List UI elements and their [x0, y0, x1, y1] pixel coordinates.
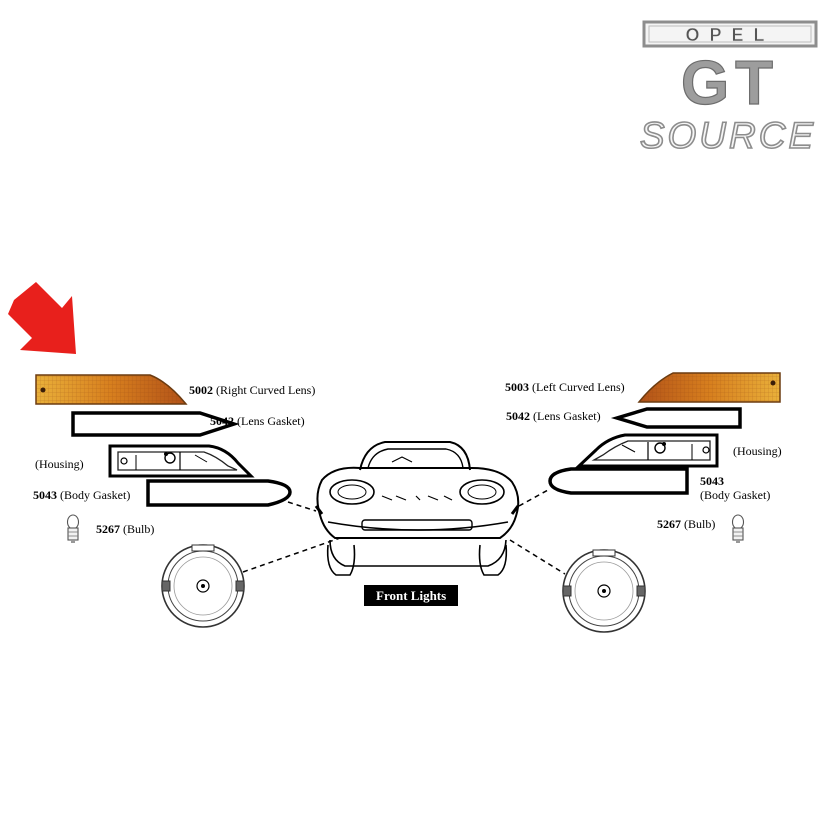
headlamp-shape — [562, 549, 646, 633]
part-number: 5003 — [505, 380, 529, 394]
opel-gt-car-front — [314, 441, 520, 576]
left-curved-lens-shape — [637, 372, 781, 403]
part-number: 5042 — [506, 409, 530, 423]
part-number: 5002 — [189, 383, 213, 397]
bulb-icon — [731, 514, 745, 543]
part-number: 5267 — [96, 522, 120, 536]
bulb-label: 5267 (Bulb) — [96, 522, 154, 536]
part-description: (Left Curved Lens) — [532, 380, 625, 394]
logo-opel-text: OPEL — [685, 25, 774, 45]
part-number: 5043 — [33, 488, 57, 502]
right-curved-lens-shape — [35, 374, 188, 405]
lens-gasket-label: 5042 (Lens Gasket) — [506, 409, 601, 423]
part-description: (Body Gasket) — [700, 488, 771, 502]
right-curved-lens-label: 5002 (Right Curved Lens) — [189, 383, 315, 397]
part-description: (Bulb) — [123, 522, 155, 536]
body-gasket-label: 5043(Body Gasket) — [700, 474, 770, 502]
lens-gasket-shape — [71, 411, 240, 437]
lens-gasket-shape — [610, 407, 742, 429]
body-gasket-shape — [146, 479, 292, 507]
housing-label: (Housing) — [35, 457, 84, 471]
red-arrow-icon — [8, 282, 76, 354]
part-number: 5267 — [657, 517, 681, 531]
part-number: 5042 — [210, 414, 234, 428]
logo-gt-text: GT — [681, 49, 779, 118]
housing-shape — [575, 433, 719, 468]
part-number: 5043 — [700, 474, 724, 488]
part-description: (Housing) — [35, 457, 84, 471]
left-curved-lens-label: 5003 (Left Curved Lens) — [505, 380, 625, 394]
housing-shape — [108, 444, 255, 478]
headlamp-shape — [161, 544, 245, 628]
body-gasket-shape — [548, 467, 689, 495]
part-description: (Lens Gasket) — [237, 414, 305, 428]
bulb-icon — [66, 514, 80, 543]
logo-source-text: SOURCE — [640, 115, 816, 156]
lens-gasket-label: 5042 (Lens Gasket) — [210, 414, 305, 428]
opel-gt-source-logo: OPEL GT SOURCE — [639, 20, 818, 157]
bulb-label: 5267 (Bulb) — [657, 517, 715, 531]
part-description: (Body Gasket) — [60, 488, 131, 502]
part-description: (Right Curved Lens) — [216, 383, 316, 397]
housing-label: (Housing) — [733, 444, 782, 458]
leader-lines — [242, 489, 566, 575]
front-lights-title: Front Lights — [364, 585, 459, 606]
part-description: (Housing) — [733, 444, 782, 458]
part-description: (Bulb) — [684, 517, 716, 531]
part-description: (Lens Gasket) — [533, 409, 601, 423]
body-gasket-label: 5043 (Body Gasket) — [33, 488, 130, 502]
